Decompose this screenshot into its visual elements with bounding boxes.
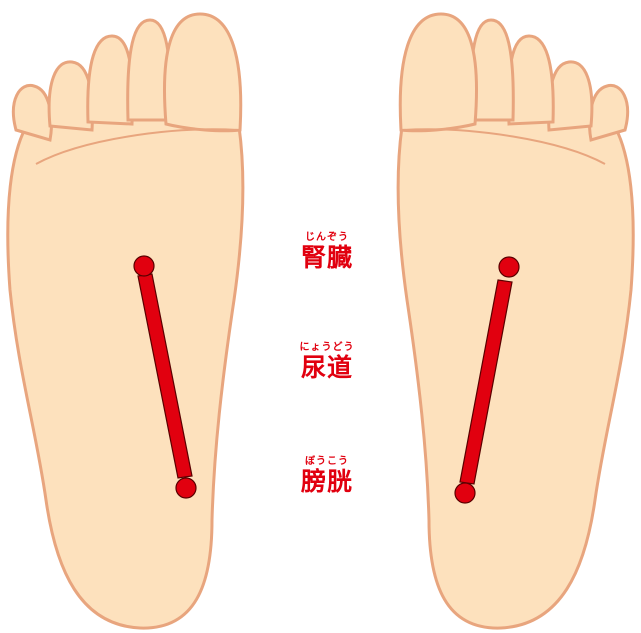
right-bladder-point: [455, 483, 475, 503]
left-foot-toe-4: [49, 62, 92, 130]
left-kidney-point: [134, 256, 154, 276]
urethra-label: にょうどう 尿道: [283, 342, 371, 382]
right-foot-toe-small: [590, 85, 628, 140]
left-foot-toe-small: [13, 85, 51, 140]
bladder-text: 膀胱: [283, 468, 371, 496]
left-foot-sole: [8, 111, 243, 628]
left-bladder-point: [176, 478, 196, 498]
right-foot-toe-4: [549, 62, 592, 130]
right-foot: [398, 14, 633, 628]
left-foot-big-toe: [164, 14, 240, 131]
right-foot-toe-3: [509, 36, 554, 124]
right-foot-big-toe: [400, 14, 476, 131]
urethra-text: 尿道: [283, 354, 371, 382]
left-foot-toe-3: [88, 36, 133, 124]
right-kidney-point: [499, 257, 519, 277]
kidney-label: じんぞう 腎臓: [283, 232, 371, 272]
bladder-label: ぼうこう 膀胱: [283, 456, 371, 496]
right-foot-sole: [398, 111, 633, 628]
left-foot: [8, 14, 243, 628]
kidney-text: 腎臓: [283, 244, 371, 272]
